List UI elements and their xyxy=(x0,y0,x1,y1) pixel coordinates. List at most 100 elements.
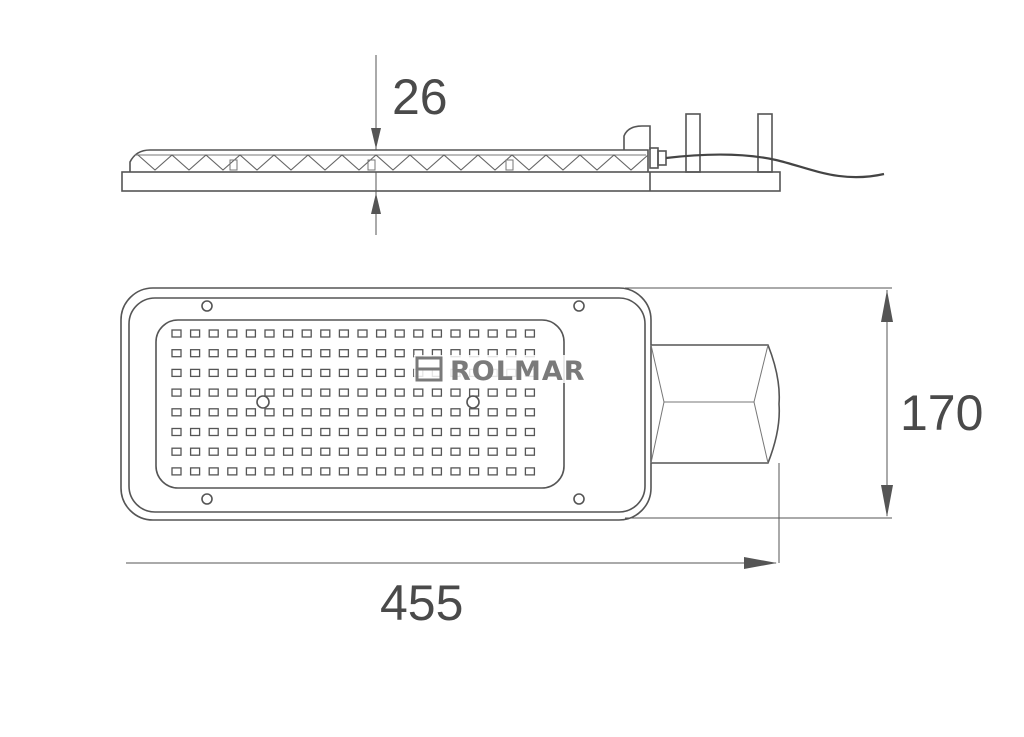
sensor-circle xyxy=(466,395,480,409)
led-chip xyxy=(413,467,424,476)
led-chip xyxy=(301,329,312,338)
led-chip xyxy=(264,349,275,358)
led-chip xyxy=(524,447,536,456)
led-chip xyxy=(301,467,312,476)
led-chip xyxy=(264,388,275,397)
led-chip xyxy=(394,349,405,358)
led-chip xyxy=(375,388,387,397)
led-chip xyxy=(375,447,387,456)
led-chip xyxy=(338,329,350,338)
led-chip xyxy=(245,349,257,358)
led-chip xyxy=(413,447,424,456)
led-chip xyxy=(245,447,257,456)
led-chip xyxy=(264,447,275,456)
led-chip xyxy=(282,447,294,456)
dim-length-label: 455 xyxy=(380,575,463,631)
led-chip xyxy=(227,467,238,476)
led-chip xyxy=(189,368,201,378)
side-cable xyxy=(665,153,885,179)
led-chip xyxy=(450,427,461,437)
led-chip xyxy=(394,447,405,456)
side-gland-bump xyxy=(623,125,651,150)
led-chip xyxy=(189,349,201,358)
led-chip xyxy=(487,467,498,476)
dim-height-label: 26 xyxy=(392,69,448,125)
led-chip xyxy=(208,467,219,476)
led-chip xyxy=(450,447,461,456)
led-chip xyxy=(338,447,350,456)
side-stud xyxy=(367,159,376,171)
side-stud xyxy=(229,159,238,171)
led-chip xyxy=(394,408,405,417)
side-bracket-right xyxy=(757,113,773,173)
led-chip xyxy=(468,329,480,338)
led-chip xyxy=(357,427,368,437)
top-inner-housing xyxy=(128,297,646,513)
led-chip xyxy=(506,408,517,417)
led-chip xyxy=(282,408,294,417)
led-chip xyxy=(524,388,536,397)
led-chip xyxy=(264,408,275,417)
led-chip xyxy=(227,368,238,378)
led-chip xyxy=(227,427,238,437)
led-chip xyxy=(506,427,517,437)
led-chip xyxy=(431,467,443,476)
led-chip xyxy=(524,467,536,476)
led-chip xyxy=(227,388,238,397)
led-chip xyxy=(189,467,201,476)
led-chip xyxy=(227,408,238,417)
led-chip xyxy=(487,329,498,338)
side-bracket-left xyxy=(685,113,701,173)
led-chip xyxy=(320,427,331,437)
led-chip xyxy=(375,408,387,417)
led-chip xyxy=(468,447,480,456)
top-mount-edge xyxy=(650,344,665,403)
led-chip xyxy=(487,388,498,397)
led-chip xyxy=(264,467,275,476)
led-chip xyxy=(301,427,312,437)
lens-segment-outline xyxy=(137,154,649,171)
led-chip xyxy=(245,388,257,397)
brand-logo: ROLMAR xyxy=(414,355,612,387)
led-chip xyxy=(171,427,182,437)
led-chip xyxy=(375,349,387,358)
led-chip xyxy=(450,329,461,338)
led-chip xyxy=(208,388,219,397)
led-chip xyxy=(357,467,368,476)
led-chip xyxy=(189,329,201,338)
led-chip xyxy=(468,388,480,397)
led-chip xyxy=(208,408,219,417)
top-mount-edge xyxy=(753,344,769,403)
led-chip xyxy=(171,349,182,358)
screw xyxy=(573,493,585,505)
led-chip xyxy=(468,427,480,437)
dim-height-arrow-top xyxy=(371,128,381,149)
led-grid xyxy=(171,329,536,476)
led-chip xyxy=(245,368,257,378)
led-chip xyxy=(394,368,405,378)
led-chip xyxy=(450,388,461,397)
led-chip xyxy=(245,408,257,417)
dim-width-label: 170 xyxy=(900,385,983,441)
led-chip xyxy=(375,467,387,476)
led-chip xyxy=(264,329,275,338)
led-chip xyxy=(338,388,350,397)
top-mount-edge xyxy=(650,401,665,464)
led-chip xyxy=(301,408,312,417)
led-chip xyxy=(320,349,331,358)
led-chip xyxy=(171,329,182,338)
led-chip xyxy=(282,368,294,378)
led-chip xyxy=(301,447,312,456)
top-mount-edge xyxy=(753,401,769,464)
led-chip xyxy=(320,447,331,456)
led-chip xyxy=(357,388,368,397)
led-chip xyxy=(394,388,405,397)
led-chip xyxy=(338,349,350,358)
top-view: ROLMAR 170 455 xyxy=(120,287,983,631)
led-chip xyxy=(375,329,387,338)
led-chip xyxy=(320,467,331,476)
led-chip xyxy=(357,368,368,378)
led-chip xyxy=(264,368,275,378)
led-chip xyxy=(394,329,405,338)
